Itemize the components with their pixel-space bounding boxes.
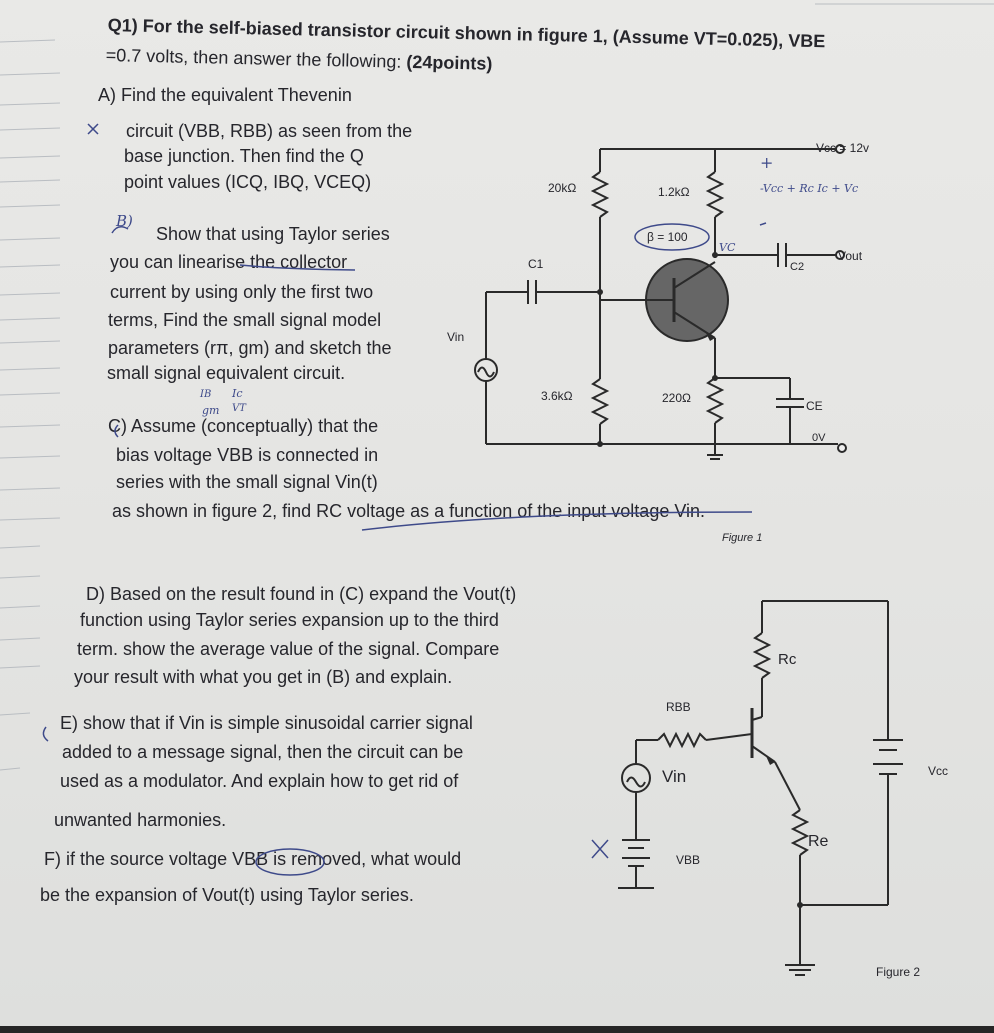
fig1-vin-label: Vin [447,330,465,344]
handwritten-kvl-note: -Vcc + Rc Ic + Vc [760,182,859,195]
handwritten-vt: VT [232,403,246,414]
part-b-line3: current by using only the first two [110,282,374,302]
part-d-line4: your result with what you get in (B) and… [74,667,453,687]
handwritten-ib: IB [200,389,212,400]
part-e-line4: unwanted harmonies. [54,810,227,830]
handwritten-ic: Ic [232,387,243,400]
screen-bottom-edge [0,1026,994,1033]
fig1-vcc-label: Vcc = 12v [816,141,870,155]
part-e-line1: E) show that if Vin is simple sinusoidal… [60,713,473,733]
part-b-line1: Show that using Taylor series [156,224,390,244]
handwritten-vc: VC [719,241,736,254]
part-b-line2: you can linearise the collector [110,252,348,272]
fig1-r1-label: 20kΩ [548,181,577,195]
part-c-line2: bias voltage VBB is connected in [116,445,379,465]
part-b-line4: terms, Find the small signal model [108,310,382,330]
fig1-c1-label: C1 [528,257,544,271]
part-e-line3: used as a modulator. And explain how to … [60,771,459,791]
part-e-line2: added to a message signal, then the circ… [62,742,464,762]
fig1-c2-label: C2 [790,261,805,273]
fig2-vin-label: Vin [662,767,687,786]
fig1-beta-label: β = 100 [647,230,688,244]
fig1-caption: Figure 1 [722,532,763,544]
part-c-line1: C) Assume (conceptually) that the [108,416,379,436]
part-f-line2: be the expansion of Vout(t) using Taylor… [40,885,414,905]
part-b-line5: parameters (rπ, gm) and sketch the [108,338,392,358]
fig2-vbb-label: VBB [676,853,701,867]
fig1-rc-label: 1.2kΩ [658,185,690,199]
part-d-line3: term. show the average value of the sign… [77,639,500,659]
fig1-r2-label: 3.6kΩ [541,389,573,403]
part-d-line2: function using Taylor series expansion u… [80,610,499,630]
part-a-line1: A) Find the equivalent Thevenin [98,85,352,105]
part-a-line2: circuit (VBB, RBB) as seen from the [126,121,413,141]
fig2-caption: Figure 2 [876,965,921,979]
fig1-vout-label: Vout [838,249,863,263]
fig2-re-label: Re [808,833,829,850]
handwritten-plus: + [760,153,774,172]
fig2-rbb-label: RBB [666,700,691,714]
part-a-line4: point values (ICQ, IBQ, VCEQ) [124,172,372,192]
fig1-ce-label: CE [806,399,823,413]
fig2-rc-label: Rc [778,651,797,668]
fig2-vcc-label: Vcc [928,764,949,778]
part-f-line1: F) if the source voltage VBB is removed,… [44,849,462,869]
part-d-line1: D) Based on the result found in (C) expa… [86,584,517,604]
fig1-0v-label: 0V [812,432,826,444]
part-b-letter: B) [116,212,133,230]
part-b-line6: small signal equivalent circuit. [107,363,346,383]
handwritten-gm: gm [202,404,220,417]
part-c-line3: series with the small signal Vin(t) [116,472,378,492]
fig1-re-label: 220Ω [662,391,691,405]
part-a-line3: base junction. Then find the Q [124,146,364,166]
